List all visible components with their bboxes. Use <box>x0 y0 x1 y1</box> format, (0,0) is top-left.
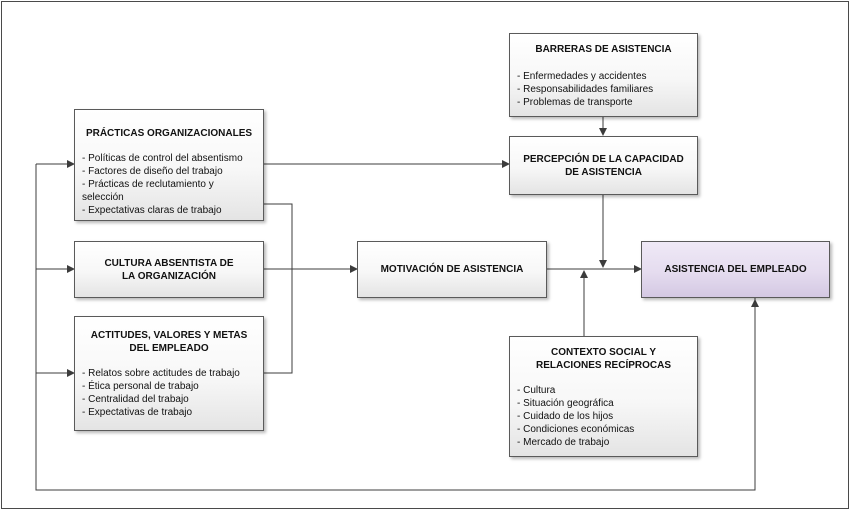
list-item: Cuidado de los hijos <box>517 410 690 423</box>
list-item: Factores de diseño del trabajo <box>82 165 256 178</box>
list-item: Responsabilidades familiares <box>517 83 690 96</box>
list-item: Relatos sobre actitudes de trabajo <box>82 367 256 380</box>
list-item: Ética personal de trabajo <box>82 380 256 393</box>
list-item: Problemas de transporte <box>517 96 690 109</box>
list-item: Prácticas de reclutamiento y selección <box>82 178 256 204</box>
box-barreras-de-asistencia: BARRERAS DE ASISTENCIA Enfermedades y ac… <box>509 33 698 117</box>
list-item: Cultura <box>517 384 690 397</box>
list-item: Situación geográfica <box>517 397 690 410</box>
list-item: Expectativas de trabajo <box>82 406 256 419</box>
list-item: Condiciones económicas <box>517 423 690 436</box>
list-item: Enfermedades y accidentes <box>517 70 690 83</box>
list-item: Centralidad del trabajo <box>82 393 256 406</box>
box-contexto-list: Cultura Situación geográfica Cuidado de … <box>517 384 690 449</box>
box-motivacion-title: MOTIVACIÓN DE ASISTENCIA <box>380 264 524 275</box>
box-actitudes-list: Relatos sobre actitudes de trabajo Ética… <box>82 367 256 419</box>
box-actitudes-title: ACTITUDES, VALORES Y METAS DEL EMPLEADO <box>90 330 248 354</box>
box-motivacion-asistencia: MOTIVACIÓN DE ASISTENCIA <box>357 241 547 298</box>
line-practicas-bracket <box>264 203 293 269</box>
box-barreras-title: BARRERAS DE ASISTENCIA <box>535 44 672 55</box>
line-feedback-loop <box>35 164 756 491</box>
box-cultura-title: CULTURA ABSENTISTA DE LA ORGANIZACIÓN <box>104 257 234 282</box>
box-percepcion-capacidad: PERCEPCIÓN DE LA CAPACIDAD DE ASISTENCIA <box>509 136 698 195</box>
box-actitudes-valores: ACTITUDES, VALORES Y METAS DEL EMPLEADO … <box>74 316 264 431</box>
box-practicas-title: PRÁCTICAS ORGANIZACIONALES <box>85 128 253 139</box>
list-item: Políticas de control del absentismo <box>82 152 256 165</box>
box-asistencia-title: ASISTENCIA DEL EMPLEADO <box>664 264 807 275</box>
list-item: Mercado de trabajo <box>517 436 690 449</box>
box-contexto-title: CONTEXTO SOCIAL Y RELACIONES RECÍPROCAS <box>535 347 671 371</box>
line-actitudes-bracket <box>264 269 293 374</box>
list-item: Expectativas claras de trabajo <box>82 204 256 217</box>
box-practicas-list: Políticas de control del absentismo Fact… <box>82 152 256 217</box>
box-cultura-absentista: CULTURA ABSENTISTA DE LA ORGANIZACIÓN <box>74 241 264 298</box>
box-contexto-social: CONTEXTO SOCIAL Y RELACIONES RECÍPROCAS … <box>509 336 698 457</box>
box-percepcion-title: PERCEPCIÓN DE LA CAPACIDAD DE ASISTENCIA <box>523 153 684 178</box>
box-barreras-list: Enfermedades y accidentes Responsabilida… <box>517 70 690 109</box>
box-practicas-organizacionales: PRÁCTICAS ORGANIZACIONALES Políticas de … <box>74 109 264 221</box>
box-asistencia-del-empleado: ASISTENCIA DEL EMPLEADO <box>641 241 830 298</box>
